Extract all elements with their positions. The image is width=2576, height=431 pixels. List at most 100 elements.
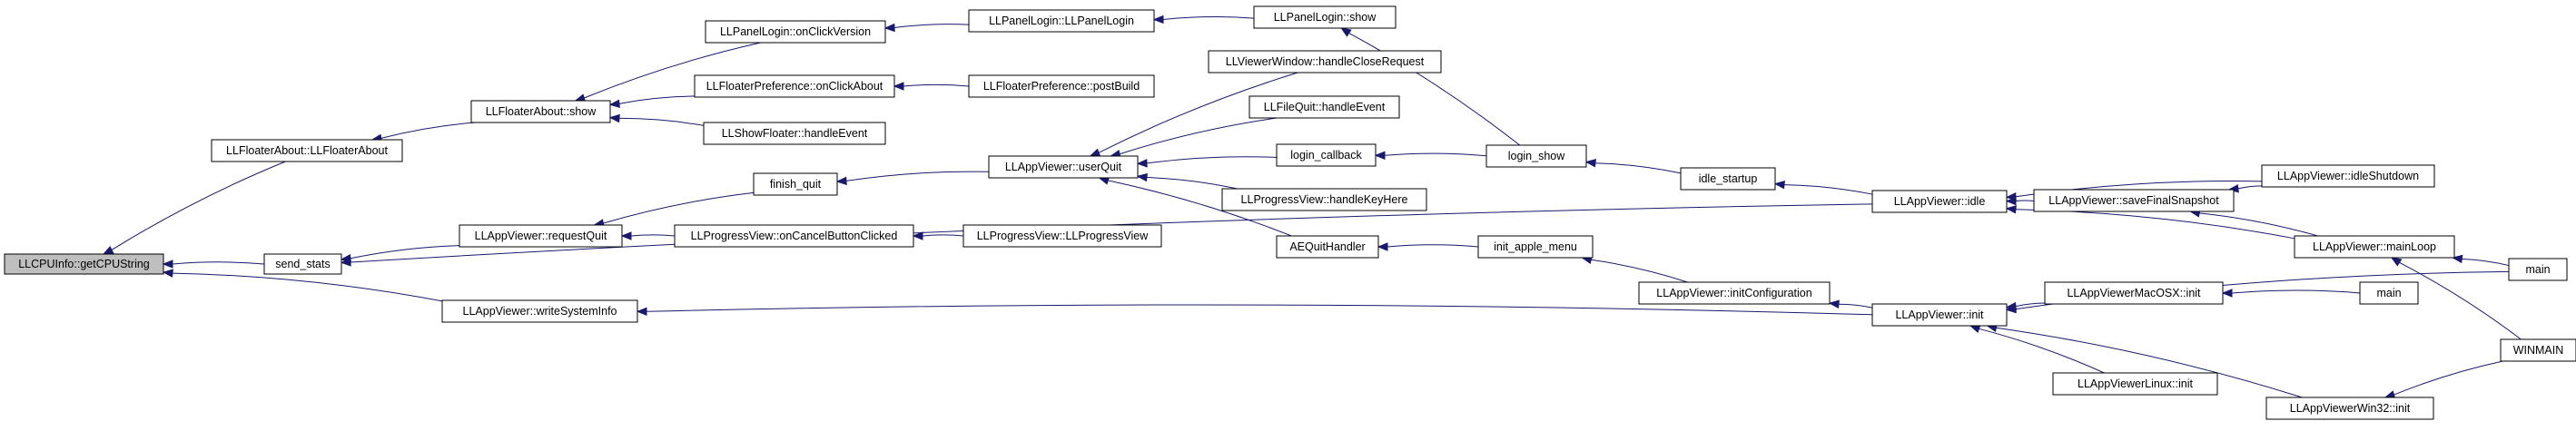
function-node[interactable]: LLAppViewer::idle: [1871, 190, 2008, 213]
call-edge: [1377, 242, 1479, 251]
function-node[interactable]: LLFileQuit::handleEvent: [1249, 95, 1400, 119]
edge-arrowhead: [162, 269, 173, 278]
node-label: LLCPUInfo::getCPUString: [18, 258, 150, 270]
node-box: [1208, 50, 1442, 73]
node-label: LLAppViewerLinux::init: [2078, 377, 2193, 390]
node-box: [459, 224, 623, 248]
node-label: LLAppViewer::initConfiguration: [1656, 287, 1811, 299]
function-node[interactable]: main: [2508, 258, 2568, 281]
function-node[interactable]: LLAppViewer::mainLoop: [2294, 235, 2455, 259]
function-node[interactable]: finish_quit: [753, 172, 838, 196]
edge-line: [1162, 16, 1255, 20]
function-node[interactable]: LLFloaterAbout::LLFloaterAbout: [211, 139, 403, 162]
edge-arrowhead: [1773, 180, 1785, 190]
root-function-node[interactable]: LLCPUInfo::getCPUString: [4, 253, 164, 275]
node-label: LLFloaterAbout::LLFloaterAbout: [226, 144, 388, 157]
node-label: LLPanelLogin::LLPanelLogin: [989, 15, 1134, 27]
edge-line: [2231, 289, 2361, 294]
node-box: [1221, 188, 1427, 211]
function-node[interactable]: send_stats: [263, 253, 342, 275]
function-node[interactable]: LLAppViewer::initConfiguration: [1638, 281, 1831, 305]
node-label: LLFloaterAbout::show: [486, 105, 597, 118]
function-node[interactable]: LLViewerWindow::handleCloseRequest: [1208, 50, 1442, 73]
node-box: [2359, 281, 2419, 305]
function-node[interactable]: LLShowFloater::handleEvent: [703, 122, 886, 145]
call-edge: [162, 260, 265, 269]
edge-arrowhead: [1136, 172, 1149, 182]
function-node[interactable]: LLPanelLogin::LLPanelLogin: [968, 9, 1155, 33]
function-node[interactable]: LLAppViewerLinux::init: [2052, 372, 2218, 396]
node-box: [1253, 5, 1397, 29]
function-node[interactable]: LLPanelLogin::show: [1253, 5, 1397, 29]
function-node[interactable]: LLFloaterPreference::postBuild: [968, 74, 1155, 98]
function-node[interactable]: init_apple_menu: [1477, 235, 1594, 259]
call-edge: [593, 191, 755, 228]
node-box: [2033, 189, 2235, 212]
edge-arrowhead: [1152, 15, 1164, 24]
edge-line: [1146, 156, 1278, 164]
call-edge: [1136, 172, 1238, 190]
node-box: [2044, 281, 2224, 305]
node-box: [2294, 235, 2455, 259]
function-node[interactable]: main: [2359, 281, 2419, 305]
function-node[interactable]: LLProgressView::onCancelButtonClicked: [674, 224, 914, 248]
node-box: [968, 9, 1155, 33]
node-label: LLViewerWindow::handleCloseRequest: [1226, 55, 1425, 68]
node-box: [674, 224, 914, 248]
function-node[interactable]: LLAppViewer::idleShutdown: [2261, 164, 2435, 188]
node-box: [2052, 372, 2218, 396]
function-node[interactable]: LLFloaterAbout::show: [470, 100, 611, 123]
function-node[interactable]: LLProgressView::handleKeyHere: [1221, 188, 1427, 211]
node-label: LLAppViewer::mainLoop: [2313, 240, 2436, 253]
call-edge: [1969, 325, 2105, 374]
function-node[interactable]: LLAppViewer::init: [1871, 303, 2008, 327]
function-node[interactable]: LLAppViewer::requestQuit: [459, 224, 623, 248]
node-label: LLFloaterPreference::onClickAbout: [706, 80, 883, 93]
function-node[interactable]: LLAppViewer::saveFinalSnapshot: [2033, 189, 2235, 212]
node-box: [962, 224, 1162, 248]
node-label: idle_startup: [1699, 172, 1758, 185]
function-node[interactable]: LLAppViewerWin32::init: [2265, 397, 2434, 420]
node-label: LLAppViewer::idleShutdown: [2277, 170, 2419, 182]
function-node[interactable]: LLAppViewerMacOSX::init: [2044, 281, 2224, 305]
function-node[interactable]: LLFloaterPreference::onClickAbout: [694, 74, 895, 98]
edge-line: [893, 24, 970, 29]
edge-line: [1594, 162, 1682, 174]
function-node[interactable]: idle_startup: [1680, 167, 1776, 191]
node-box: [1276, 143, 1377, 167]
edge-line: [1384, 152, 1487, 157]
edge-arrowhead: [162, 260, 173, 269]
call-edge: [2189, 209, 2318, 237]
call-edge: [1152, 15, 1255, 24]
call-edge: [1581, 255, 1688, 283]
edge-line: [2015, 209, 2295, 240]
edge-line: [584, 42, 761, 99]
function-node[interactable]: login_callback: [1276, 143, 1377, 167]
edge-arrowhead: [2005, 301, 2017, 311]
function-node[interactable]: LLPanelLogin::onClickVersion: [705, 20, 886, 44]
node-box: [263, 253, 342, 275]
function-node[interactable]: WINMAIN: [2500, 338, 2576, 362]
call-edge: [1109, 117, 1278, 159]
node-box: [470, 100, 611, 123]
call-edge: [1374, 151, 1487, 161]
node-label: LLProgressView::handleKeyHere: [1241, 193, 1408, 206]
graph-nodes: LLCPUInfo::getCPUString LLFloaterAbout::L…: [4, 5, 2576, 420]
node-box: [1485, 144, 1587, 168]
edge-arrowhead: [1584, 159, 1596, 168]
function-node[interactable]: LLAppViewer::userQuit: [988, 155, 1139, 179]
edge-line: [603, 191, 755, 224]
edge-arrowhead: [1969, 325, 1981, 333]
node-box: [211, 139, 403, 162]
function-node[interactable]: LLAppViewer::writeSystemInfo: [441, 299, 638, 323]
call-edge: [1584, 159, 1682, 174]
function-node[interactable]: login_show: [1485, 144, 1587, 168]
node-label: LLAppViewer::init: [1895, 309, 1984, 321]
node-label: LLAppViewerMacOSX::init: [2067, 287, 2201, 299]
function-node[interactable]: AEQuitHandler: [1276, 235, 1379, 259]
edge-line: [1838, 303, 1873, 309]
edge-line: [1783, 184, 1873, 195]
edge-line: [1348, 33, 1521, 146]
edge-line: [845, 171, 990, 181]
function-node[interactable]: LLProgressView::LLProgressView: [962, 224, 1162, 248]
